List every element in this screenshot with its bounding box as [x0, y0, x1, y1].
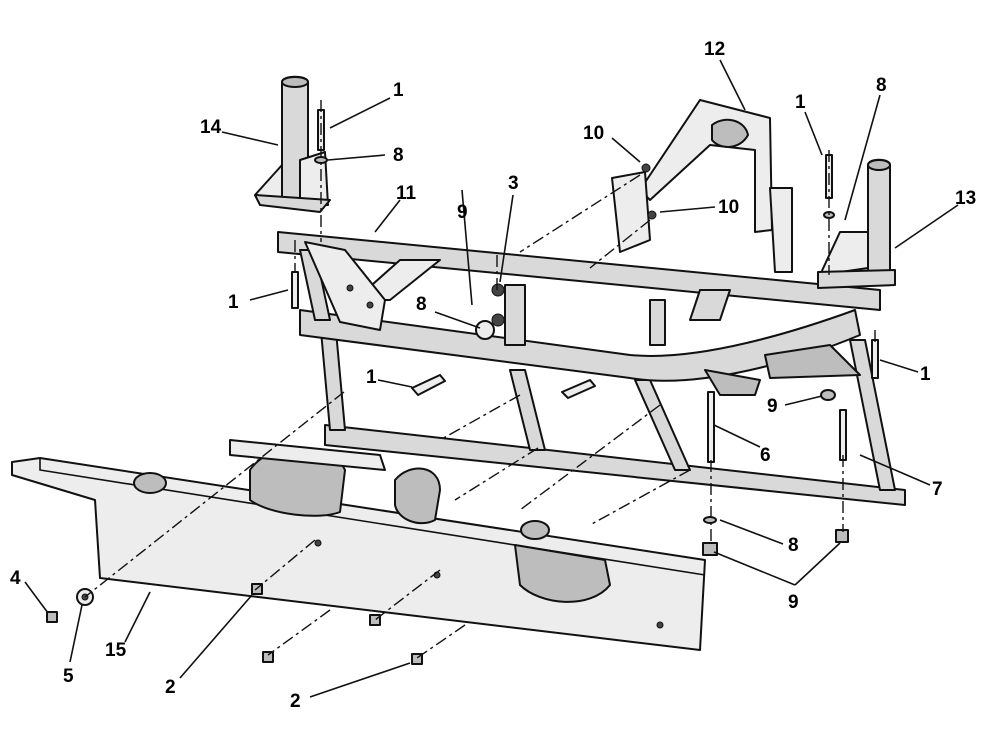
- callout-1: 1: [366, 367, 377, 388]
- callout-12: 12: [704, 39, 725, 60]
- hardware: [46, 109, 879, 665]
- assembly-lines: [84, 100, 876, 659]
- callout-8: 8: [876, 75, 887, 96]
- left-frame-bracket: [304, 241, 386, 331]
- callout-15: 15: [105, 640, 127, 661]
- main-frame-11: [277, 231, 881, 396]
- callout-11: 11: [396, 183, 417, 204]
- callout-9: 9: [457, 202, 468, 223]
- callout-10: 10: [583, 123, 604, 144]
- callout-1: 1: [795, 92, 806, 113]
- left-bracket-14: [254, 75, 331, 213]
- callout-9: 9: [788, 592, 799, 613]
- lower-panel-15: [11, 446, 706, 651]
- callout-13: 13: [955, 188, 976, 209]
- callout-5: 5: [63, 666, 74, 687]
- callout-14: 14: [200, 117, 222, 138]
- callout-9: 9: [767, 396, 778, 417]
- callout-1: 1: [393, 80, 404, 101]
- callout-8: 8: [788, 535, 799, 556]
- upper-bracket-12: [611, 99, 793, 273]
- callout-3: 3: [508, 173, 519, 194]
- callout-1: 1: [920, 364, 931, 385]
- callout-10: 10: [718, 197, 739, 218]
- callout-8: 8: [416, 294, 427, 315]
- leader-lines: [24, 59, 959, 698]
- right-bracket-13: [817, 158, 896, 289]
- callout-8: 8: [393, 145, 404, 166]
- callout-4: 4: [10, 568, 21, 589]
- callout-labels: 1 8 14 11 12 10 10 1 8 13 1 9 3 8 1 1 9 …: [10, 39, 976, 712]
- callout-7: 7: [932, 479, 943, 500]
- callout-2: 2: [290, 691, 301, 712]
- callout-6: 6: [760, 445, 771, 466]
- callout-2: 2: [165, 677, 176, 698]
- callout-1: 1: [228, 292, 239, 313]
